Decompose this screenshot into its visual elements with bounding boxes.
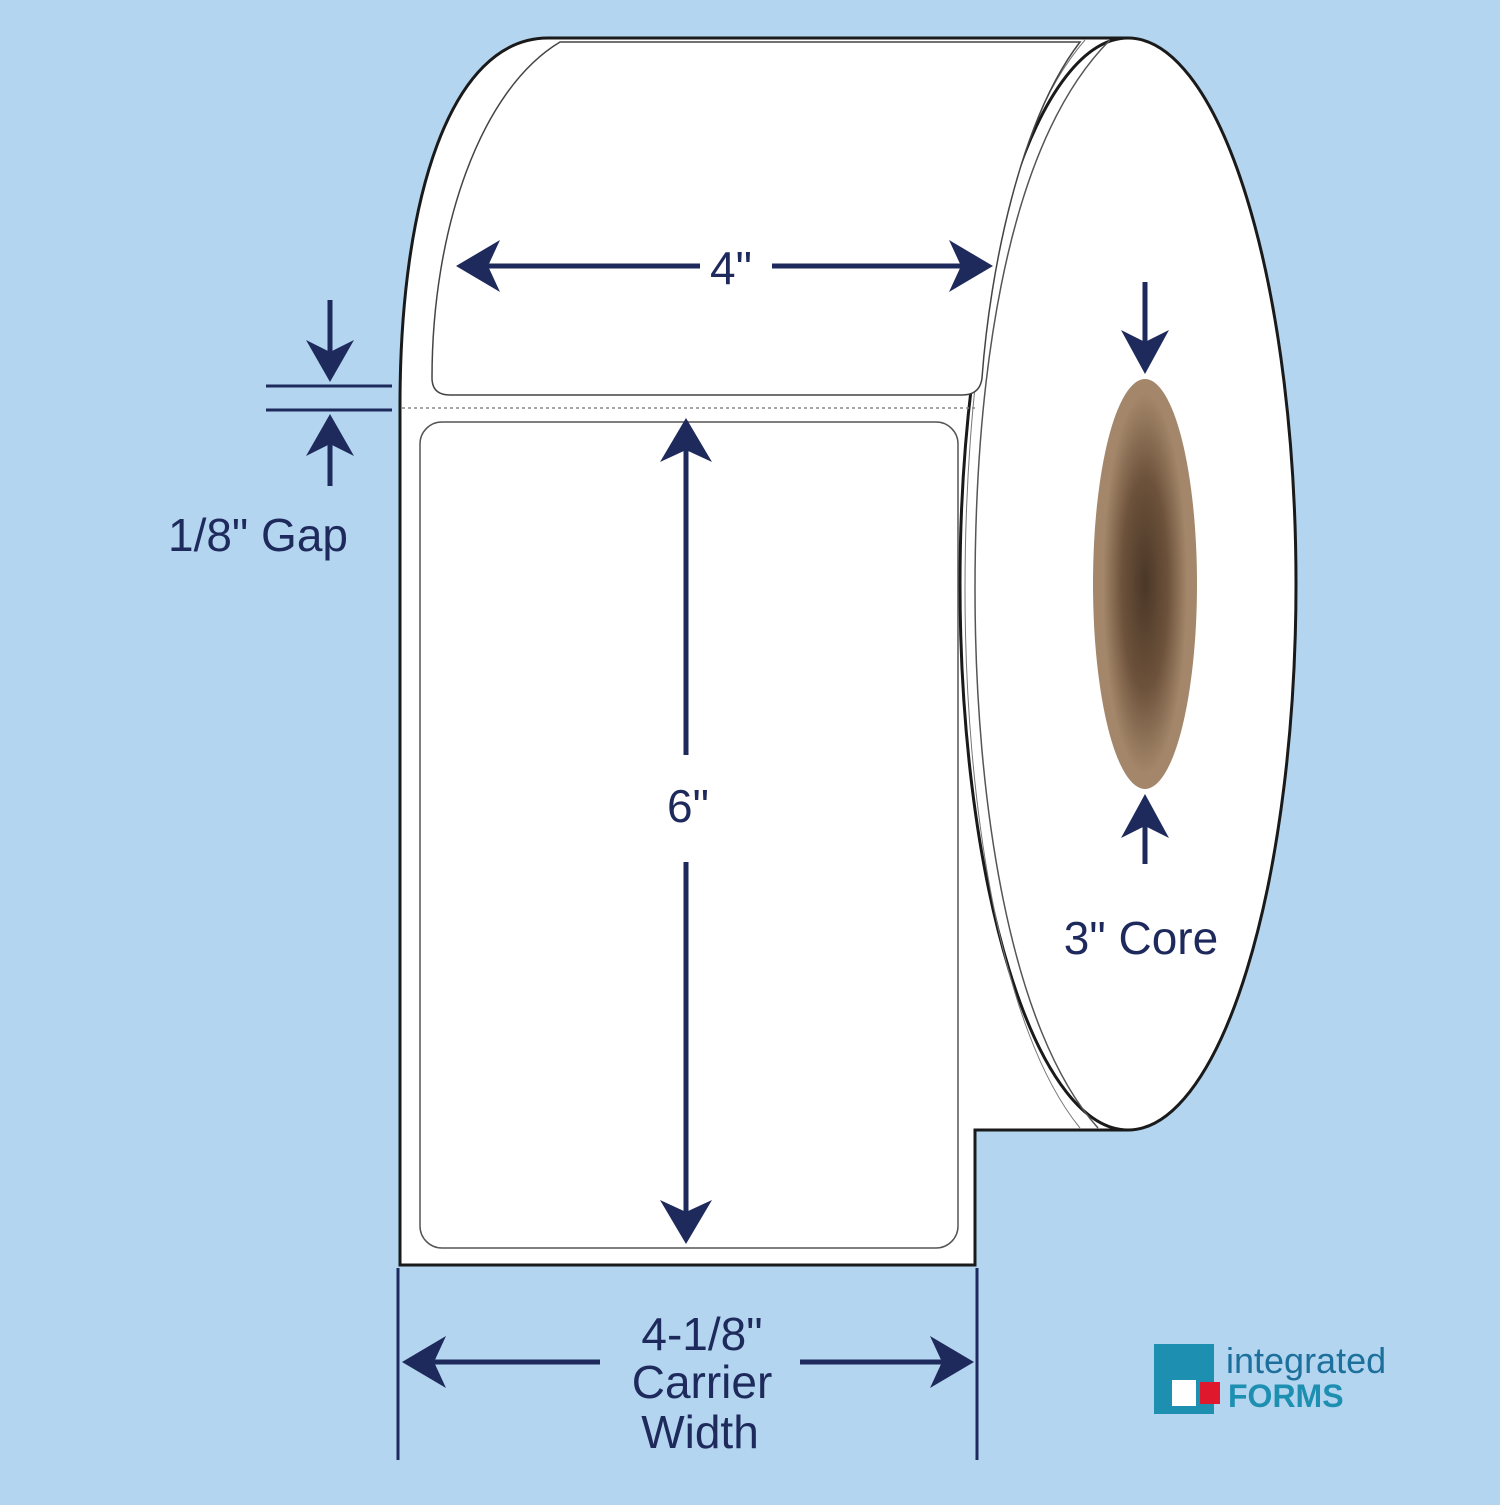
gap-text: 1/8" Gap xyxy=(168,509,348,561)
logo-word-integrated: integrated xyxy=(1226,1340,1386,1381)
carrier-width-line3: Width xyxy=(641,1406,759,1458)
carrier-width-dimension xyxy=(396,1268,979,1460)
label-width-text: 4" xyxy=(710,242,752,294)
logo-word-forms: FORMS xyxy=(1228,1378,1344,1414)
logo-mark-white xyxy=(1172,1380,1196,1406)
upper-label xyxy=(431,41,1082,396)
carrier-width-line2: Carrier xyxy=(632,1356,773,1408)
label-height-dimension xyxy=(660,418,712,1244)
label-height-text: 6" xyxy=(667,780,709,832)
core-dimension xyxy=(1121,282,1169,864)
front-label xyxy=(419,421,959,1249)
logo-mark-red xyxy=(1200,1382,1220,1404)
carrier-width-line1: 4-1/8" xyxy=(641,1308,762,1360)
label-width-dimension xyxy=(456,240,993,292)
roll-side-inner-edge xyxy=(974,39,1111,1129)
integrated-forms-logo: integrated FORMS xyxy=(1154,1340,1386,1414)
gap-dimension xyxy=(266,300,392,486)
core-inner xyxy=(1103,394,1187,774)
core-text: 3" Core xyxy=(1064,912,1218,964)
